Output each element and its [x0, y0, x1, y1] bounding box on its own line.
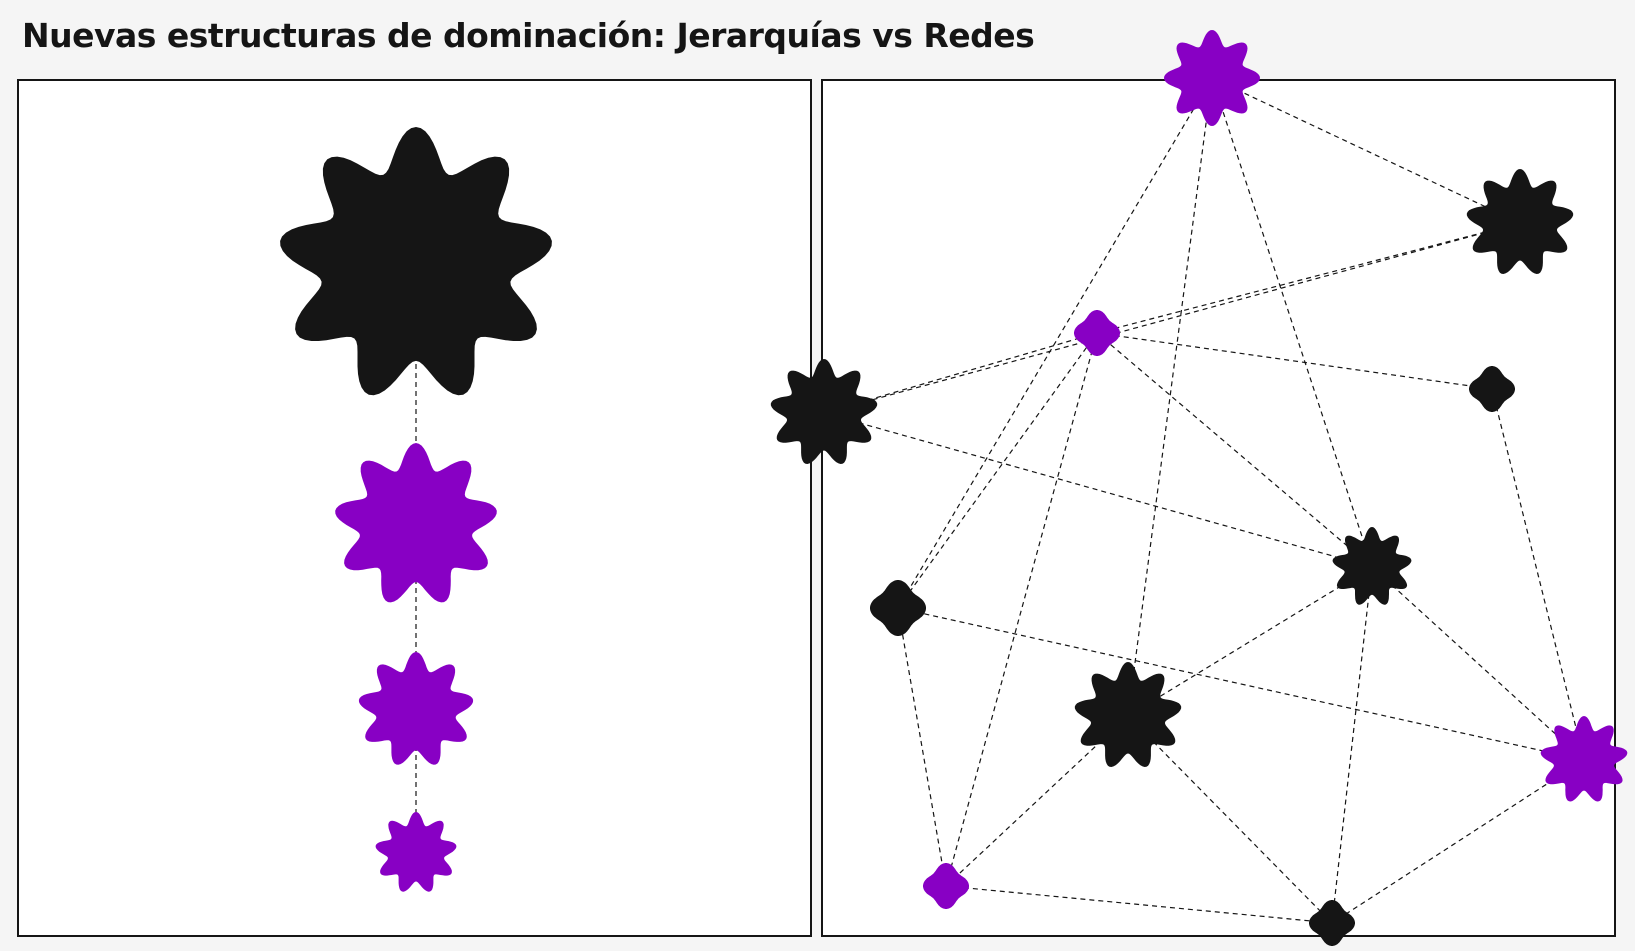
- page-title: Nuevas estructuras de dominación: Jerarq…: [22, 16, 1035, 55]
- network-panel: [821, 79, 1616, 937]
- hierarchy-panel: [17, 79, 812, 937]
